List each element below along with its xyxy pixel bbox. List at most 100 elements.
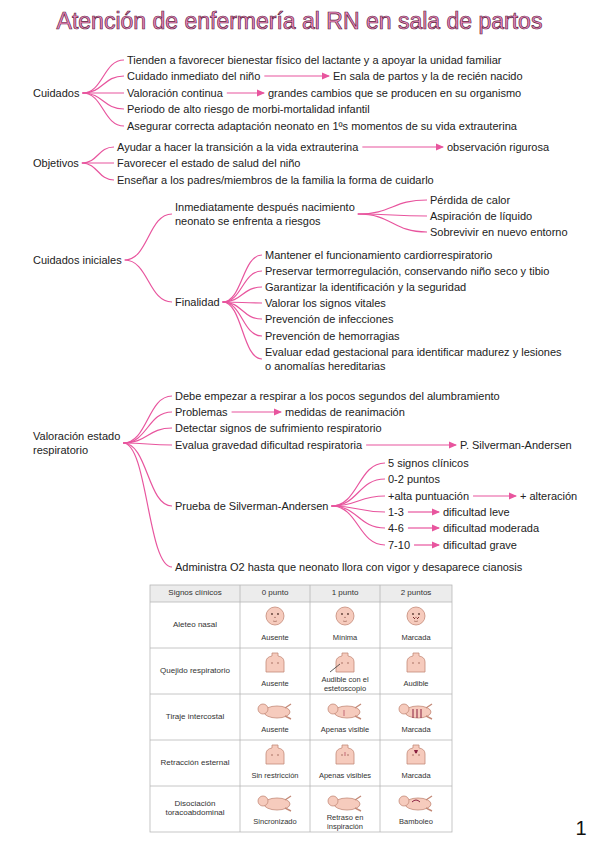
mindmap-node: Prevención de hemorragias [265, 329, 400, 343]
node-text: dificultad grave [443, 539, 517, 551]
node-text: 4-6 [388, 522, 404, 534]
branch-line [125, 260, 172, 302]
table-grid [150, 585, 452, 832]
table-text: 2 puntos [401, 589, 432, 598]
mindmap-node: Cuidados iniciales [33, 253, 122, 267]
mindmap-node: En sala de partos y la de recién nacido [333, 69, 523, 83]
label-cell: Marcada [382, 721, 450, 740]
mindmap-node: 5 signos clínicos [388, 456, 469, 470]
node-text: dificultad moderada [443, 522, 539, 534]
label-cell: Bamboleo [382, 813, 450, 832]
mindmap-node: 4-6 [388, 521, 404, 535]
table-text: Quejido respiratorio [160, 667, 230, 676]
arrow-connector [414, 544, 439, 545]
node-text: Cuidado inmediato del niño [127, 70, 260, 82]
branch-line [223, 255, 262, 302]
mindmap-node: Problemas [175, 405, 228, 419]
branch-line [82, 93, 124, 109]
node-text: Prueba de Silverman-Andersen [175, 500, 328, 512]
table-text: Marcada [401, 772, 430, 780]
branch-line [82, 163, 114, 180]
table-text: Disociación toracoabdominal [154, 800, 236, 818]
branch-line [82, 147, 114, 163]
mindmap-node: Asegurar correcta adaptación neonato en … [127, 119, 517, 133]
label-cell: 1 [570, 814, 592, 842]
node-text: Cuidados [33, 87, 79, 99]
branch-line [123, 428, 172, 443]
node-text: dificultad leve [443, 506, 510, 518]
mindmap-node: Prueba de Silverman-Andersen [175, 499, 328, 513]
mindmap-node: Objetivos [33, 156, 79, 170]
mindmap-node: Administra O2 hasta que neonato llora co… [175, 560, 522, 574]
mindmap-node: Inmediatamente después nacimiento neonat… [175, 200, 365, 228]
mindmap-node: Pérdida de calor [430, 193, 510, 207]
table-text: Audible [403, 680, 428, 688]
label-cell: Marcada [382, 767, 450, 786]
mindmap-node: dificultad leve [443, 505, 510, 519]
label-cell: Audible [382, 675, 450, 694]
branch-line [82, 76, 124, 93]
table-text: Marcada [401, 726, 430, 734]
label-cell: Marcada [382, 629, 450, 648]
node-text: 7-10 [388, 539, 410, 551]
mindmap-node: Valoración estado respiratorio [33, 429, 148, 457]
branch-line [82, 93, 124, 126]
label-cell: Sin restricción [242, 767, 308, 786]
label-cell: 0 punto [240, 585, 310, 602]
table-text: Bamboleo [399, 818, 433, 826]
node-text: Valoración estado respiratorio [33, 430, 120, 456]
node-text: Asegurar correcta adaptación neonato en … [127, 120, 517, 132]
node-text: Aspiración de líquido [430, 210, 532, 222]
node-text: Ayudar a hacer la transición a la vida e… [117, 141, 358, 153]
label-cell: Disociación toracoabdominal [154, 786, 236, 832]
label-cell: Retraso en inspiración [312, 813, 378, 832]
label-cell: Aleteo nasal [154, 602, 236, 648]
table-text: Retraso en inspiración [312, 814, 378, 831]
label-cell: Ausente [242, 629, 308, 648]
branch-line [331, 463, 385, 506]
mindmap-node: Prevención de infecciones [265, 312, 393, 326]
mindmap-node: Periodo de alto riesgo de morbi-mortalid… [127, 102, 370, 116]
table-text: 0 punto [262, 589, 289, 598]
mindmap-node: Detectar signos de sufrimiento respirato… [175, 421, 382, 435]
mindmap-node: 7-10 [388, 538, 410, 552]
page-title: Atención de enfermería al RN en sala de … [0, 8, 599, 35]
label-cell: Retracción esternal [154, 740, 236, 786]
node-text: Favorecer el estado de salud del niño [117, 157, 300, 169]
branch-line [331, 506, 385, 545]
node-text: Garantizar la identificación y la seguri… [265, 281, 466, 293]
table-text: Apenas visibles [319, 772, 371, 780]
branch-line [358, 214, 427, 232]
label-cell: Ausente [242, 675, 308, 694]
mindmap-node: Cuidados [33, 86, 79, 100]
node-text: 0-2 puntos [388, 473, 440, 485]
node-text: Prevención de infecciones [265, 313, 393, 325]
node-text: 1-3 [388, 506, 404, 518]
table-text: Retracción esternal [161, 759, 230, 768]
node-text: Evalua gravedad dificultad respiratoria [175, 439, 362, 451]
branch-line [331, 496, 385, 506]
node-text: 5 signos clínicos [388, 457, 469, 469]
label-cell: Tiraje intercostal [154, 694, 236, 740]
table-text: Ausente [261, 726, 289, 734]
branch-line [82, 60, 124, 93]
mindmap-node: dificultad moderada [443, 521, 539, 535]
mindmap-node: 0-2 puntos [388, 472, 440, 486]
branch-line [123, 443, 172, 567]
node-text: Valoración continua [127, 87, 223, 99]
label-cell: Signos clínicos [150, 585, 240, 602]
arrow-connector [366, 444, 456, 445]
mindmap-node: medidas de reanimación [285, 405, 405, 419]
mindmap-node: + alteración [520, 489, 577, 503]
mindmap-node: Valoración continua [127, 86, 223, 100]
mindmap-node: observación rigurosa [447, 140, 549, 154]
label-cell: 1 punto [310, 585, 380, 602]
node-text: Valorar los signos vitales [265, 297, 386, 309]
arrow-connector [227, 92, 264, 93]
node-text: Finalidad [175, 296, 220, 308]
arrow-connector [473, 495, 516, 496]
label-cell: Apenas visibles [312, 767, 378, 786]
table-text: Ausente [261, 634, 289, 642]
branch-line [125, 214, 172, 260]
branch-line [358, 200, 427, 214]
